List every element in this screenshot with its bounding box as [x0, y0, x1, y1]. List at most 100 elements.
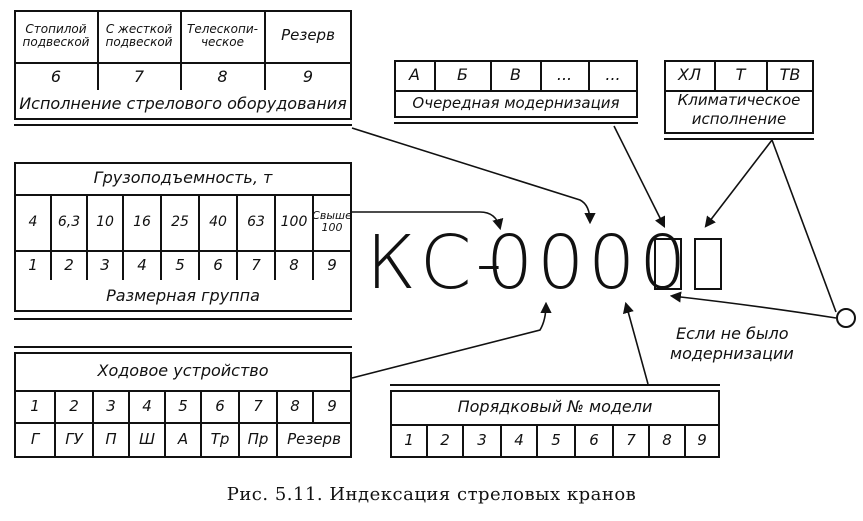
capacity-value: 16	[133, 213, 151, 230]
climate-cell: ТВ	[779, 65, 801, 85]
figure-caption: Рис. 5.11. Индексация стреловых кранов	[226, 484, 637, 505]
capacity-group: 1	[28, 256, 38, 275]
chassis-code: Резерв	[287, 430, 341, 449]
serial-title-divider	[390, 424, 720, 426]
climate-underline	[664, 138, 814, 140]
climate-table	[664, 60, 814, 134]
serial-col-divider	[500, 424, 502, 458]
modernization-cell: ...	[556, 65, 573, 85]
capacity-group: 6	[213, 256, 223, 275]
chassis-code: ГУ	[65, 430, 83, 449]
chassis-code: Тр	[210, 430, 230, 449]
modernization-col-divider	[540, 60, 542, 90]
modernization-underline	[394, 122, 638, 124]
capacity-group: 9	[327, 256, 337, 275]
capacity-group: 5	[175, 256, 185, 275]
chassis-code: Ш	[138, 430, 156, 449]
serial-col-divider	[648, 424, 650, 458]
chassis-number: 9	[327, 396, 337, 415]
chassis-code: П	[105, 430, 117, 449]
serial-col-divider	[574, 424, 576, 458]
boom-label: Исполнение стрелового оборудования	[19, 93, 347, 113]
capacity-col-divider	[50, 194, 52, 280]
boom-header-cell: Телескопи-ческое	[187, 22, 258, 49]
chassis-col-divider	[276, 390, 278, 458]
boom-header-cell: Стопилой подвеской	[22, 22, 90, 49]
modernization-cell: А	[409, 65, 420, 85]
capacity-value: 4	[28, 213, 38, 230]
serial-number: 2	[440, 431, 450, 450]
arrow-boom	[351, 127, 596, 225]
capacity-col-divider	[236, 194, 238, 280]
chassis-overline	[14, 346, 352, 348]
chassis-code: Пр	[247, 430, 269, 449]
arrow-modernization	[613, 125, 666, 229]
boom-number: 9	[302, 66, 314, 86]
empty-circle-marker	[836, 308, 856, 328]
boom-header-cell: Резерв	[281, 26, 335, 45]
note-line1: Если не было	[676, 324, 789, 343]
boom-header-cell: С жесткой подвеской	[105, 22, 173, 49]
boom-number: 7	[133, 66, 145, 86]
capacity-group: 4	[137, 256, 147, 275]
capacity-value: 63	[247, 213, 265, 230]
climate-cell: Т	[735, 65, 746, 85]
serial-col-divider	[612, 424, 614, 458]
chassis-title: Ходовое устройство	[97, 360, 269, 380]
serial-number: 6	[589, 431, 599, 450]
capacity-group: 8	[289, 256, 299, 275]
chassis-col-divider	[54, 390, 56, 458]
capacity-group: 7	[251, 256, 261, 275]
arrow-climate	[704, 139, 773, 228]
modernization-col-divider	[490, 60, 492, 90]
serial-title: Порядковый № модели	[457, 396, 653, 416]
capacity-value: 6,3	[57, 213, 81, 230]
serial-number: 7	[626, 431, 636, 450]
serial-col-divider	[536, 424, 538, 458]
serial-number: 1	[404, 431, 414, 450]
serial-number: 8	[662, 431, 672, 450]
climate-cell: ХЛ	[678, 65, 701, 85]
capacity-group: 2	[64, 256, 74, 275]
capacity-values-divider	[14, 250, 352, 252]
boom-col-divider	[97, 10, 99, 90]
serial-col-divider	[684, 424, 686, 458]
arrow-climate-circle	[771, 139, 837, 313]
chassis-title-divider	[14, 390, 352, 392]
chassis-col-divider	[312, 390, 314, 422]
chassis-number: 4	[142, 396, 152, 415]
model-prefix: КС-	[366, 220, 507, 306]
modernization-cell: Б	[457, 65, 468, 85]
capacity-underline	[14, 318, 352, 320]
climate-divider	[664, 90, 814, 92]
arrow-chassis	[351, 301, 552, 379]
chassis-col-divider	[92, 390, 94, 458]
modernization-slot	[654, 238, 682, 290]
capacity-value: 25	[171, 213, 189, 230]
chassis-code: Г	[30, 430, 40, 449]
climate-col-divider	[766, 60, 768, 90]
boom-table	[14, 10, 352, 120]
climate-label-line2: исполнение	[691, 110, 787, 129]
capacity-value: 100	[280, 213, 308, 230]
climate-col-divider	[714, 60, 716, 90]
arrow-capacity	[352, 211, 504, 231]
capacity-table	[14, 162, 352, 312]
boom-header-divider	[14, 62, 352, 64]
chassis-numbers-divider	[14, 422, 352, 424]
chassis-col-divider	[164, 390, 166, 458]
chassis-number: 5	[178, 396, 188, 415]
serial-col-divider	[462, 424, 464, 458]
climate-slot	[694, 238, 722, 290]
modernization-cell: В	[510, 65, 521, 85]
chassis-number: 3	[106, 396, 116, 415]
chassis-col-divider	[238, 390, 240, 458]
capacity-group: 3	[100, 256, 110, 275]
modernization-label: Очередная модернизация	[412, 94, 620, 113]
serial-number: 4	[514, 431, 524, 450]
capacity-label: Размерная группа	[106, 285, 260, 305]
chassis-number: 1	[30, 396, 40, 415]
arrow-serial	[622, 301, 649, 385]
boom-number: 6	[50, 66, 62, 86]
